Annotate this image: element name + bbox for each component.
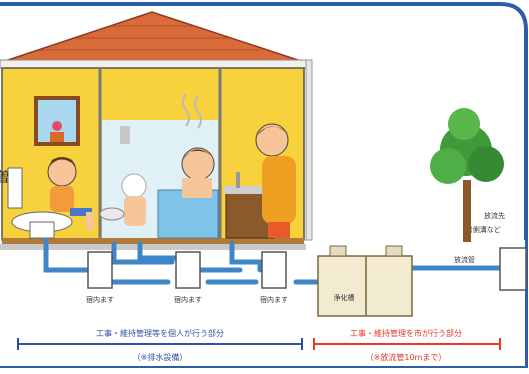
steam bbox=[182, 93, 202, 129]
left-span bbox=[17, 338, 303, 350]
inlet-label-1: 宿内ます bbox=[86, 295, 114, 304]
child-washing-head bbox=[121, 173, 147, 199]
septic-tank-label: 浄化槽 bbox=[334, 293, 355, 302]
toilet-tank bbox=[7, 167, 23, 209]
right-span bbox=[313, 338, 501, 350]
child-body bbox=[50, 186, 74, 212]
downpipe bbox=[305, 59, 313, 241]
kitchen-top bbox=[224, 186, 276, 194]
inlet-box-1 bbox=[87, 251, 113, 289]
septic-tank bbox=[317, 245, 413, 317]
child-feet bbox=[86, 212, 94, 230]
right-span-title: 工事・維持管理を市が行う部分 bbox=[350, 328, 462, 338]
bather-body bbox=[182, 178, 212, 198]
discharge-pipe-label: 放流管 bbox=[454, 255, 475, 264]
bather-head bbox=[181, 147, 215, 181]
mother-legs bbox=[268, 222, 290, 238]
house bbox=[0, 11, 313, 250]
house-floor bbox=[2, 238, 304, 244]
edge-glyph: 曽 bbox=[0, 170, 10, 186]
wash-basin bbox=[99, 207, 125, 221]
child-hair bbox=[48, 157, 76, 168]
toilet-base bbox=[29, 221, 55, 239]
left-span-title: 工事・維持管理等を個人が行う部分 bbox=[96, 328, 224, 338]
flower-pot bbox=[50, 132, 64, 142]
child-washing-body bbox=[124, 196, 146, 226]
inlet-box-3 bbox=[261, 251, 287, 289]
mother-body bbox=[262, 156, 296, 224]
inlet-label-2: 宿内ます bbox=[174, 295, 202, 304]
discharge-dest-sub: (側溝など bbox=[470, 225, 501, 234]
frame-border bbox=[0, 2, 528, 368]
inlet-box-2 bbox=[175, 251, 201, 289]
inlet-label-3: 宿内ます bbox=[260, 295, 288, 304]
roof-eave bbox=[0, 59, 307, 69]
discharge-dest-label: 放流先 bbox=[484, 211, 505, 220]
shower-head bbox=[120, 126, 130, 144]
flower bbox=[52, 121, 62, 131]
tree bbox=[430, 108, 504, 242]
right-span-note: （※放流管10mまで） bbox=[366, 352, 447, 362]
discharge-outlet bbox=[499, 247, 527, 291]
faucet bbox=[236, 172, 240, 188]
left-span-note: （※排水設備） bbox=[133, 352, 188, 362]
child-legs bbox=[70, 208, 92, 216]
mother-head bbox=[255, 123, 289, 157]
mother-hair bbox=[256, 126, 288, 136]
foundation bbox=[0, 244, 306, 250]
roof-tiles bbox=[40, 25, 260, 51]
bather-hair bbox=[182, 149, 214, 160]
